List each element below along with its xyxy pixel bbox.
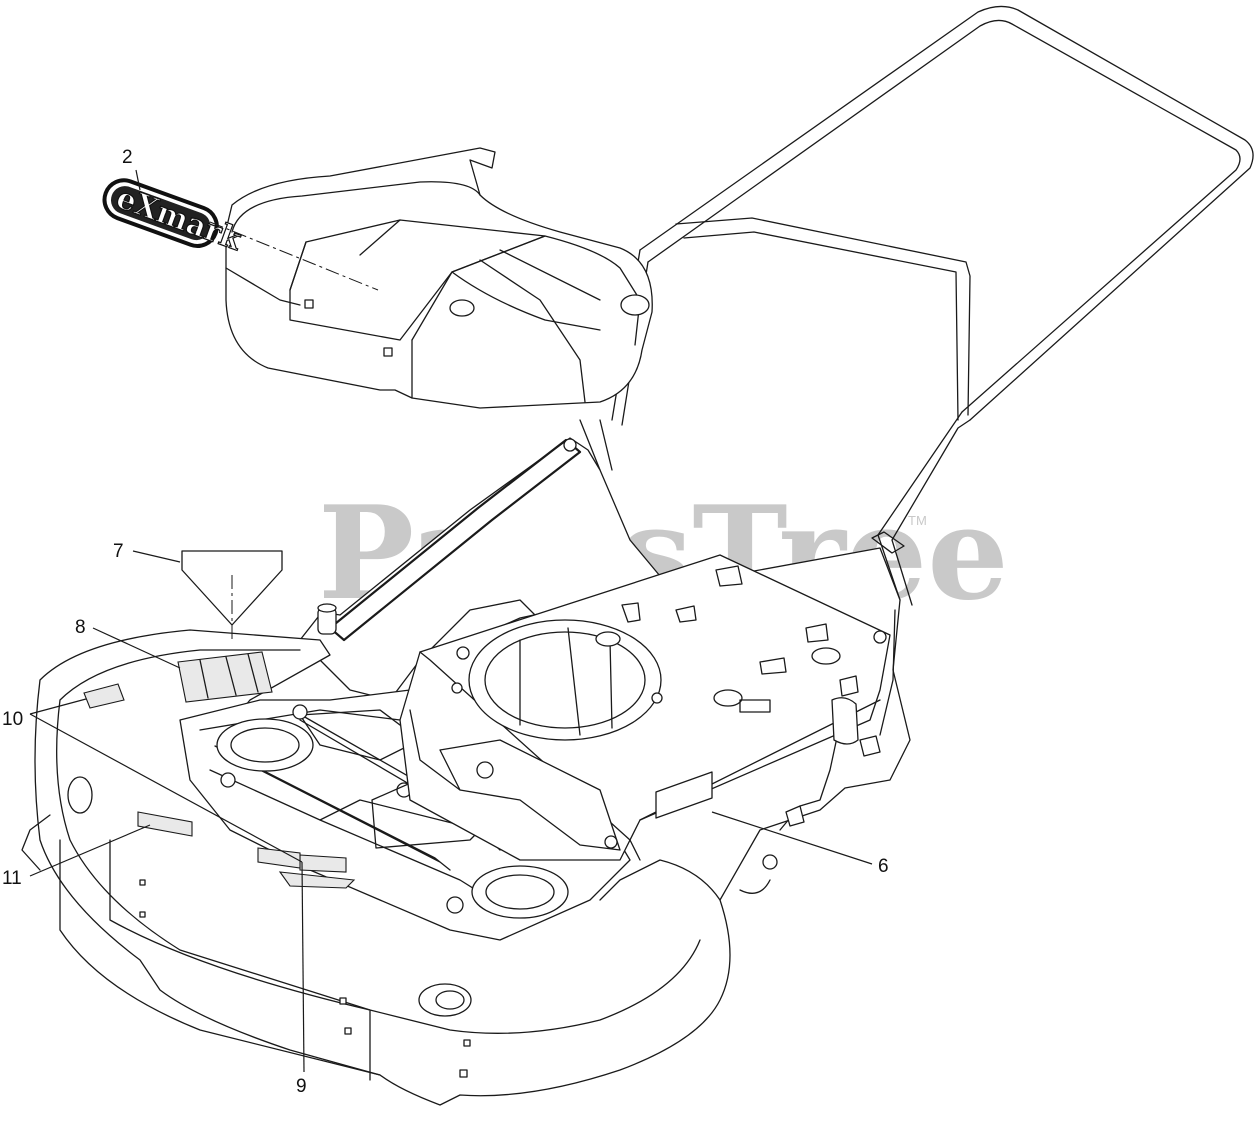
decal-10 [83,683,347,873]
exmark-logo-text: eXmark [112,180,247,258]
decal-8 [177,651,273,703]
callout-10: 10 [2,709,23,730]
exmark-logo-decal: eXmark [102,178,248,259]
decal-11 [137,811,193,837]
callout-6: 6 [878,856,889,877]
decal-6 [655,771,713,819]
callout-labels: 2 7 8 10 11 9 6 [2,147,889,1097]
decal-7 [181,550,283,640]
callout-9: 9 [296,1076,307,1097]
decal-9 [257,847,356,889]
seat-support [299,437,681,701]
seat [225,147,653,409]
callout-7: 7 [113,541,124,562]
callout-leaders [29,169,873,1073]
callout-8: 8 [75,617,86,638]
callout-2: 2 [122,147,133,168]
callout-11: 11 [2,868,22,889]
logo-placement-line [209,221,379,291]
chassis-frame [399,554,891,870]
watermark-trademark: TM [908,513,927,528]
